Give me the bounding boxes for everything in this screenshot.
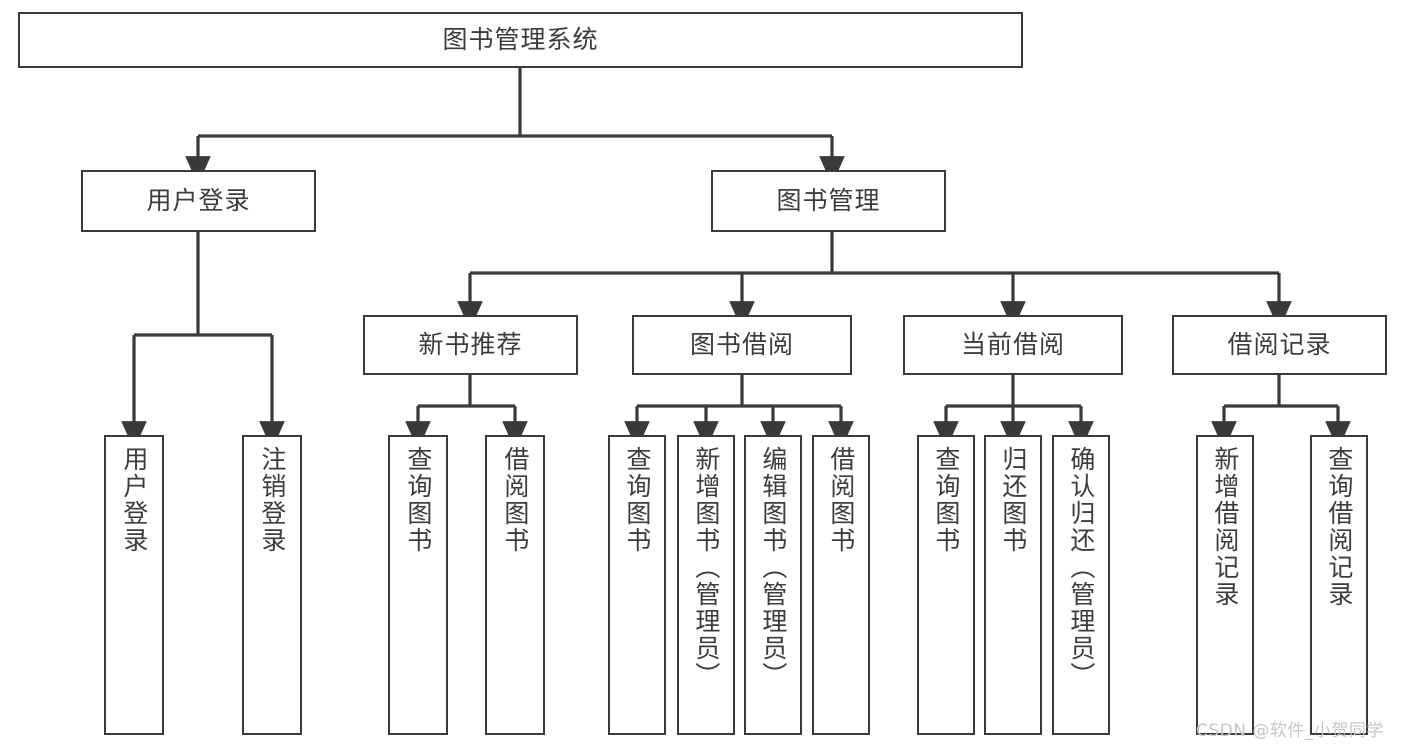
node-new-book-recommend-label: 新书推荐 [418,329,523,359]
node-book-borrow-label: 图书借阅 [689,329,794,359]
leaf-logout[interactable]: 注销登录 [242,435,302,735]
leaf-borrow-book[interactable]: 借阅图书 [812,435,870,735]
leaf-add-borrow-record-label: 新增借阅记录 [1210,446,1240,608]
leaf-return-book-label: 归还图书 [998,446,1028,554]
leaf-query-book-borrow[interactable]: 查询图书 [608,435,666,735]
leaf-confirm-return-admin[interactable]: 确认归还（管理员） [1052,435,1110,735]
leaf-borrow-book-recommend-label: 借阅图书 [500,446,530,554]
leaf-query-book-current-label: 查询图书 [931,446,961,554]
leaf-user-login-label: 用户登录 [119,446,149,554]
node-book-borrow[interactable]: 图书借阅 [632,315,852,375]
node-book-management-label: 图书管理 [776,185,881,215]
node-borrow-record[interactable]: 借阅记录 [1172,315,1387,375]
node-new-book-recommend[interactable]: 新书推荐 [363,315,578,375]
node-current-borrow-label: 当前借阅 [960,329,1065,359]
leaf-query-borrow-record[interactable]: 查询借阅记录 [1310,435,1368,735]
leaf-add-borrow-record[interactable]: 新增借阅记录 [1196,435,1254,735]
leaf-edit-book-admin-label: 编辑图书（管理员） [758,446,788,689]
csdn-watermark: CSDN @软件_小贺同学 [1196,721,1384,741]
leaf-add-book-admin[interactable]: 新增图书（管理员） [677,435,735,735]
node-user-login[interactable]: 用户登录 [81,170,316,232]
leaf-return-book[interactable]: 归还图书 [984,435,1042,735]
leaf-user-login[interactable]: 用户登录 [104,435,164,735]
leaf-query-book-borrow-label: 查询图书 [622,446,652,554]
node-book-management[interactable]: 图书管理 [711,170,946,232]
node-root-label: 图书管理系统 [442,24,599,54]
node-root[interactable]: 图书管理系统 [18,12,1023,68]
node-current-borrow[interactable]: 当前借阅 [903,315,1123,375]
leaf-borrow-book-recommend[interactable]: 借阅图书 [485,435,545,735]
leaf-query-book-current[interactable]: 查询图书 [917,435,975,735]
leaf-confirm-return-admin-label: 确认归还（管理员） [1066,446,1096,689]
leaf-logout-label: 注销登录 [257,446,287,554]
leaf-add-book-admin-label: 新增图书（管理员） [691,446,721,689]
node-user-login-label: 用户登录 [146,185,251,215]
leaf-borrow-book-label: 借阅图书 [826,446,856,554]
leaf-query-book-recommend[interactable]: 查询图书 [388,435,448,735]
leaf-query-book-recommend-label: 查询图书 [403,446,433,554]
leaf-edit-book-admin[interactable]: 编辑图书（管理员） [744,435,802,735]
leaf-query-borrow-record-label: 查询借阅记录 [1324,446,1354,608]
node-borrow-record-label: 借阅记录 [1227,329,1332,359]
